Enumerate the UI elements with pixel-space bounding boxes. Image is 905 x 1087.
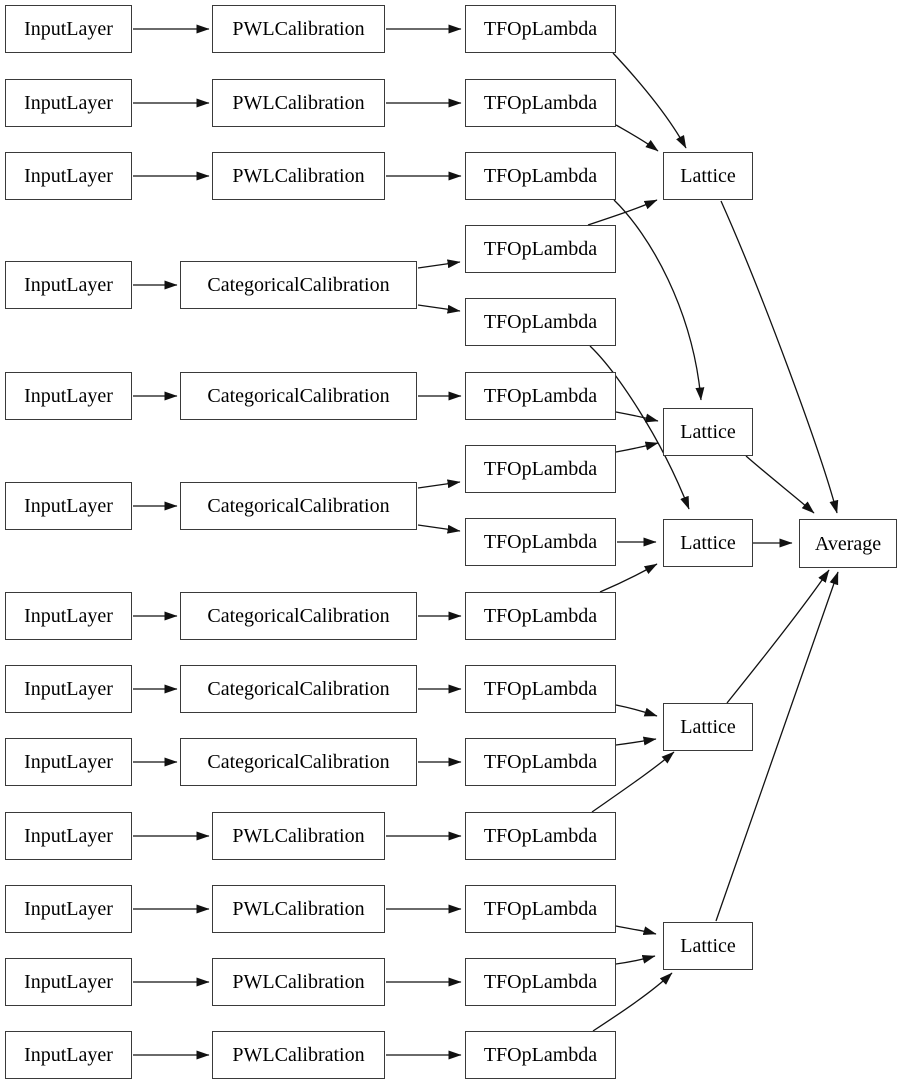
node-lattice_5: Lattice	[663, 922, 753, 970]
node-input_10: InputLayer	[5, 812, 132, 860]
edge-lattice_2-average	[745, 455, 815, 514]
node-tfop_1: TFOpLambda	[465, 5, 616, 53]
node-tfop_7: TFOpLambda	[465, 445, 616, 493]
node-input_12: InputLayer	[5, 958, 132, 1006]
node-input_7: InputLayer	[5, 592, 132, 640]
node-cat_3: CategoricalCalibration	[180, 482, 417, 530]
edge-tfop_4-lattice_1	[587, 199, 658, 226]
node-cat_6: CategoricalCalibration	[180, 738, 417, 786]
node-pwl_7: PWLCalibration	[212, 1031, 385, 1079]
node-tfop_5: TFOpLambda	[465, 298, 616, 346]
edge-tfop_15-lattice_5	[592, 972, 673, 1032]
node-cat_1: CategoricalCalibration	[180, 261, 417, 309]
node-tfop_13: TFOpLambda	[465, 885, 616, 933]
edge-tfop_6-lattice_2	[615, 411, 659, 423]
edge-lattice_5-average	[715, 571, 839, 922]
node-input_2: InputLayer	[5, 79, 132, 127]
edge-cat_1-tfop_5	[417, 304, 461, 314]
edge-tfop_13-lattice_5	[615, 925, 657, 936]
node-average: Average	[799, 519, 897, 568]
edge-tfop_10-lattice_4	[615, 704, 658, 717]
node-lattice_1: Lattice	[663, 152, 753, 200]
edge-tfop_12-lattice_4	[591, 751, 675, 813]
node-input_13: InputLayer	[5, 1031, 132, 1079]
node-lattice_4: Lattice	[663, 703, 753, 751]
node-pwl_2: PWLCalibration	[212, 79, 385, 127]
edge-cat_3-tfop_8	[417, 524, 461, 534]
node-input_5: InputLayer	[5, 372, 132, 420]
node-input_11: InputLayer	[5, 885, 132, 933]
node-tfop_11: TFOpLambda	[465, 738, 616, 786]
node-pwl_1: PWLCalibration	[212, 5, 385, 53]
node-input_1: InputLayer	[5, 5, 132, 53]
node-tfop_14: TFOpLambda	[465, 958, 616, 1006]
edge-lattice_4-average	[726, 569, 830, 704]
edge-tfop_9-lattice_3	[599, 563, 658, 593]
node-pwl_3: PWLCalibration	[212, 152, 385, 200]
edge-tfop_7-lattice_2	[615, 441, 659, 453]
edge-cat_1-tfop_4	[417, 259, 461, 269]
node-input_3: InputLayer	[5, 152, 132, 200]
node-tfop_4: TFOpLambda	[465, 225, 616, 273]
edge-tfop_2-lattice_1	[615, 124, 659, 152]
node-pwl_6: PWLCalibration	[212, 958, 385, 1006]
node-tfop_2: TFOpLambda	[465, 79, 616, 127]
node-cat_4: CategoricalCalibration	[180, 592, 417, 640]
node-tfop_3: TFOpLambda	[465, 152, 616, 200]
edge-tfop_1-lattice_1	[612, 52, 687, 149]
node-input_9: InputLayer	[5, 738, 132, 786]
edge-tfop_5-lattice_3	[589, 345, 690, 510]
node-lattice_2: Lattice	[663, 408, 753, 456]
node-pwl_5: PWLCalibration	[212, 885, 385, 933]
node-input_6: InputLayer	[5, 482, 132, 530]
node-pwl_4: PWLCalibration	[212, 812, 385, 860]
edge-lattice_1-average	[720, 200, 839, 514]
node-input_8: InputLayer	[5, 665, 132, 713]
edge-tfop_3-lattice_2	[613, 199, 705, 401]
edge-cat_3-tfop_7	[417, 479, 461, 489]
edge-tfop_11-lattice_4	[615, 736, 657, 746]
node-cat_2: CategoricalCalibration	[180, 372, 417, 420]
edge-tfop_14-lattice_5	[615, 954, 656, 965]
node-tfop_15: TFOpLambda	[465, 1031, 616, 1079]
node-tfop_6: TFOpLambda	[465, 372, 616, 420]
node-tfop_10: TFOpLambda	[465, 665, 616, 713]
node-lattice_3: Lattice	[663, 519, 753, 567]
node-input_4: InputLayer	[5, 261, 132, 309]
node-tfop_9: TFOpLambda	[465, 592, 616, 640]
node-tfop_8: TFOpLambda	[465, 518, 616, 566]
node-cat_5: CategoricalCalibration	[180, 665, 417, 713]
node-tfop_12: TFOpLambda	[465, 812, 616, 860]
